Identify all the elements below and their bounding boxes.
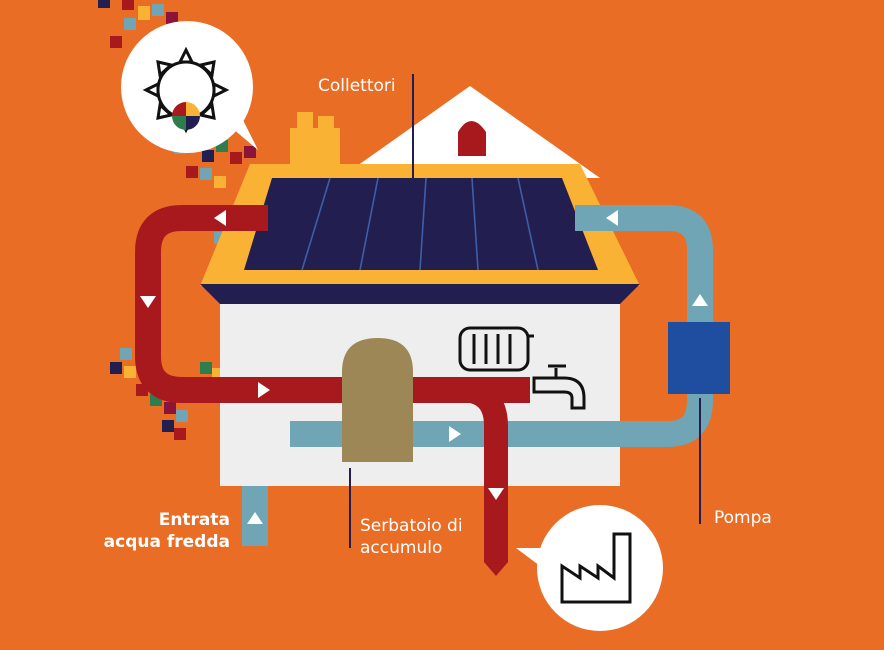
hot-pipe-bend xyxy=(459,378,508,486)
chimney-pot-right xyxy=(318,116,334,132)
chimney-pot-left xyxy=(297,112,313,132)
factory-icon xyxy=(560,532,632,604)
serbatoio-label-line1: Serbatoio di xyxy=(360,516,463,536)
pompa-label: Pompa xyxy=(714,508,772,528)
arrow-right-cold xyxy=(449,426,461,442)
roof-eave xyxy=(200,284,640,304)
arrow-down-left xyxy=(140,296,156,308)
arrow-up-inlet xyxy=(247,512,263,524)
entrata-label-line2: acqua fredda xyxy=(103,532,230,552)
hot-pipe-outlet-arrow xyxy=(484,562,508,576)
attic-window xyxy=(458,121,486,156)
arrow-up-pump xyxy=(692,294,708,306)
collector-grid-lines xyxy=(301,177,539,271)
sun-bubble xyxy=(121,21,258,153)
entrata-label-line1: Entrata xyxy=(158,510,230,530)
storage-tank xyxy=(342,338,413,462)
solar-collector-panel xyxy=(244,178,598,270)
arrow-right-hot xyxy=(258,382,270,398)
arrow-left-cold-top xyxy=(606,210,618,226)
chimney xyxy=(290,128,340,168)
leader-lines xyxy=(349,74,701,548)
factory-bubble xyxy=(516,505,663,631)
arrow-down-factory xyxy=(488,488,504,500)
serbatoio-label-line2: accumulo xyxy=(360,538,443,558)
pump xyxy=(668,322,730,394)
flow-arrows xyxy=(140,210,708,524)
sun-color-badge xyxy=(172,102,200,130)
radiator-icon xyxy=(458,326,534,372)
faucet-icon xyxy=(532,364,586,410)
arrow-left-top xyxy=(214,210,226,226)
collettori-label: Collettori xyxy=(318,76,396,96)
